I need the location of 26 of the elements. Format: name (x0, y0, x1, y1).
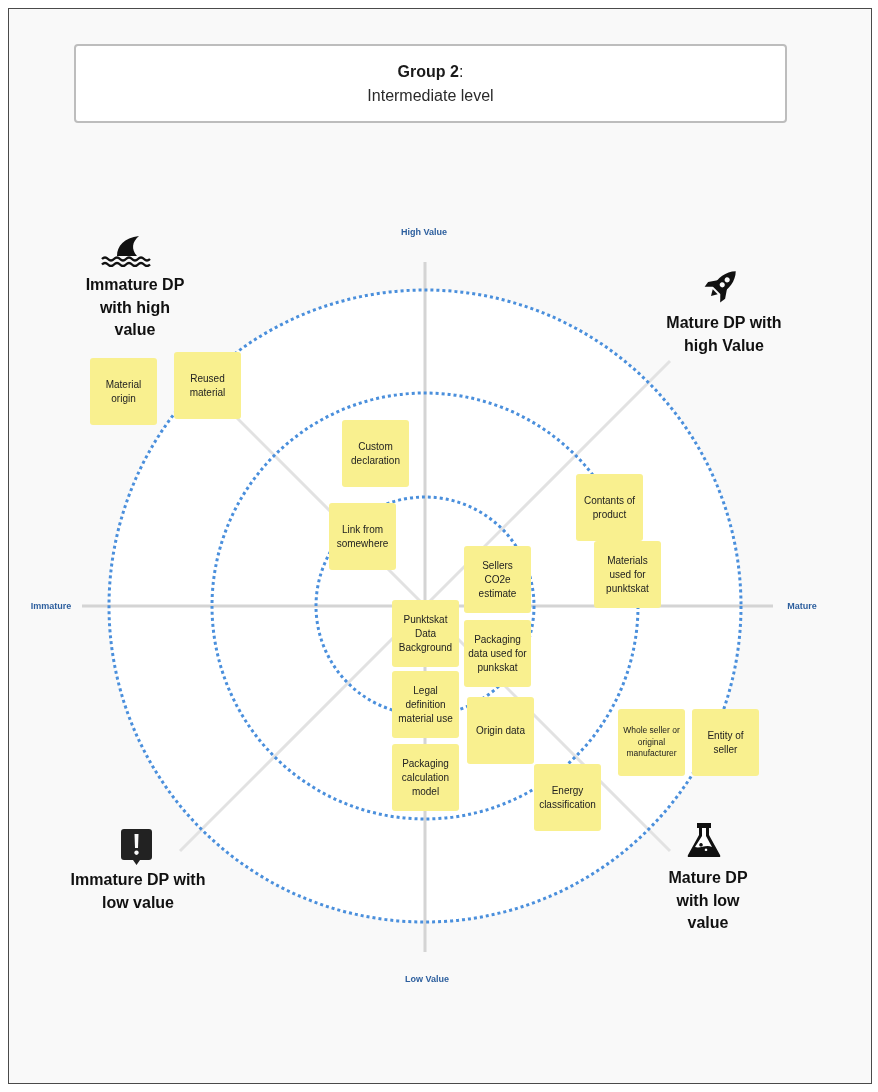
heading-text: Group 2: (397, 61, 464, 82)
quadrant-heading: Mature DP with high Value (665, 313, 783, 356)
sticky-note: Reused material (174, 352, 241, 419)
sticky-note: Custom declaration (342, 420, 409, 487)
quadrant-heading: Immature DP with high value (84, 275, 186, 340)
subheading-text: Intermediate level (367, 85, 494, 106)
title-box (74, 44, 787, 123)
sticky-note: Contants of product (576, 474, 643, 541)
sticky-note: Link from somewhere (329, 503, 396, 570)
sticky-note: Punktskat Data Background (392, 600, 459, 667)
sticky-note: Materials used for punktskat (594, 541, 661, 608)
sticky-note: Material origin (90, 358, 157, 425)
sticky-note: Packaging calculation model (392, 744, 459, 811)
sticky-note: Entity of seller (692, 709, 759, 776)
sticky-note: Energy classification (534, 764, 601, 831)
sticky-note: Legal definition material use (392, 671, 459, 738)
axis-label: Mature (787, 600, 817, 612)
axis-label: Immature (30, 600, 72, 612)
axis-label: High Value (401, 226, 447, 238)
sticky-note: Whole seller or original manufacturer (618, 709, 685, 776)
quadrant-heading: Mature DP with low value (667, 868, 749, 933)
axis-label: Low Value (405, 973, 449, 985)
sticky-note: Origin data (467, 697, 534, 764)
sticky-note: Packaging data used for punkskat (464, 620, 531, 687)
quadrant-heading: Immature DP with low value (69, 870, 207, 913)
sticky-note: Sellers CO2e estimate (464, 546, 531, 613)
